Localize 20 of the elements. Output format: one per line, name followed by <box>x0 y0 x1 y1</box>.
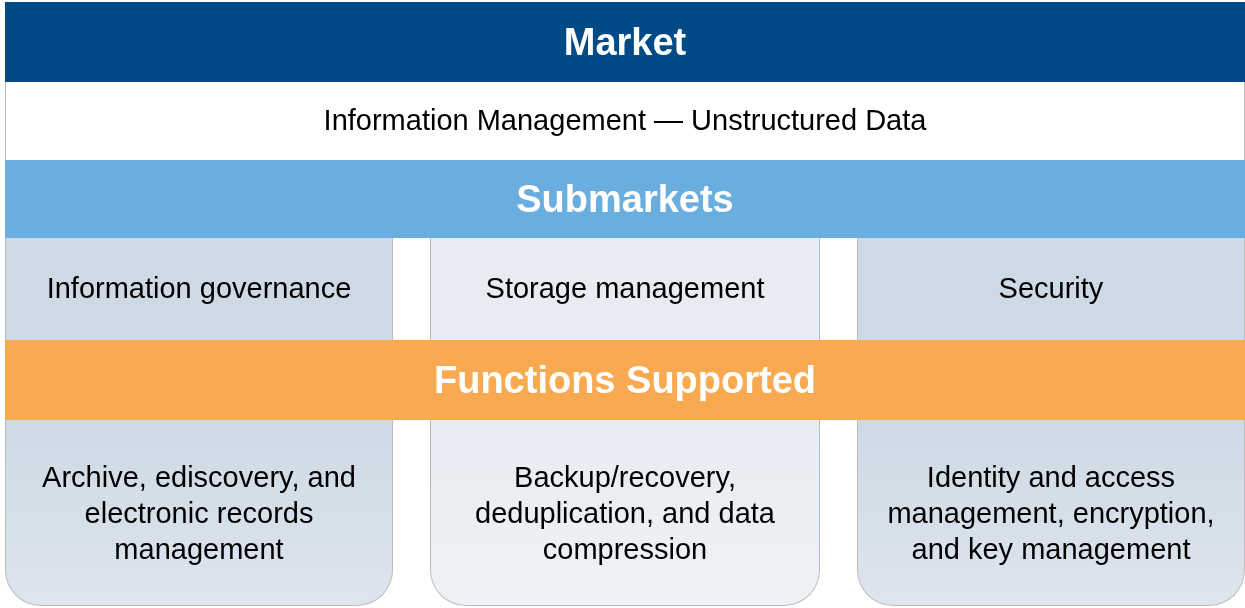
description-box <box>430 420 820 606</box>
description-box <box>5 420 393 606</box>
band <box>5 2 1245 82</box>
label-text: Backup/recovery, deduplication, and data compression <box>474 459 776 567</box>
label-text: Market <box>563 19 687 65</box>
header-box <box>5 82 1245 160</box>
label-text: Storage management <box>485 271 765 307</box>
label-text: Information Management — Unstructured Data <box>323 103 927 139</box>
label-text: Functions Supported <box>433 357 817 403</box>
category-box <box>430 238 820 340</box>
label-text: Identity and access management, encryption, and key management <box>886 459 1216 567</box>
label-text: Security <box>998 271 1104 307</box>
category-box <box>857 238 1245 340</box>
band <box>5 340 1245 420</box>
label-text: Information governance <box>46 271 352 307</box>
label-text: Archive, ediscovery, and electronic records management <box>41 459 357 567</box>
label-text: Submarkets <box>516 176 734 222</box>
band <box>5 160 1245 238</box>
description-box <box>857 420 1245 606</box>
category-box <box>5 238 393 340</box>
